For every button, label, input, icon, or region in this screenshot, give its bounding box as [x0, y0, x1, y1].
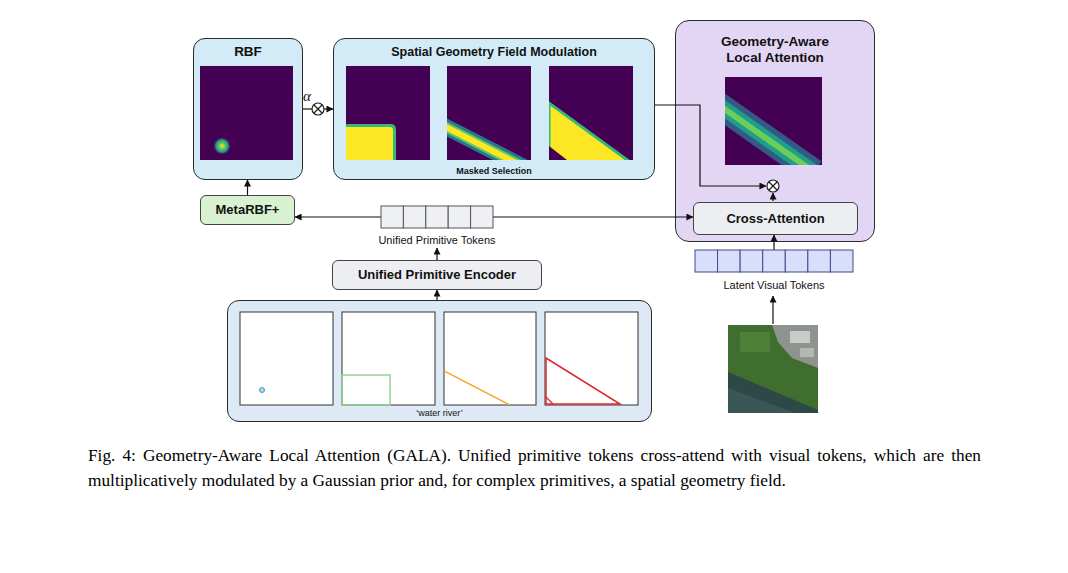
- token-cell: [448, 206, 470, 228]
- attention-heatmap: [716, 77, 822, 172]
- box-subtitle: Masked Selection: [334, 166, 654, 177]
- box-label: Unified Primitive Encoder: [333, 267, 541, 283]
- attention-band: [725, 103, 814, 165]
- token-label: Latent Visual Tokens: [723, 279, 824, 292]
- token-cell: [785, 250, 808, 272]
- forest-area: [728, 325, 818, 413]
- token-cell: [381, 206, 403, 228]
- multiply-cross: [769, 182, 777, 190]
- heatmap-background: [725, 77, 822, 165]
- box-field-heatmap: [343, 66, 430, 164]
- process-box: Unified Primitive Encoder: [332, 260, 542, 290]
- building-roof: [800, 348, 814, 357]
- field-edge: [447, 124, 524, 160]
- field-notch: [549, 146, 567, 160]
- point-primitive: [260, 388, 265, 393]
- attention-band: [725, 103, 814, 165]
- token-cell: [403, 206, 425, 228]
- field-region: [346, 127, 393, 160]
- multiply-cross: [314, 105, 322, 113]
- token-cell: [718, 250, 741, 272]
- primitive-panels: [240, 312, 638, 405]
- heatmap-background: [549, 66, 633, 160]
- attention-band: [725, 103, 814, 165]
- heatmap-background: [200, 66, 293, 160]
- flow-arrow: [303, 108, 333, 109]
- building-roof: [790, 331, 810, 343]
- triangle-panel: [545, 312, 638, 405]
- satellite-image: [728, 325, 818, 413]
- forest-area: [740, 332, 770, 352]
- flow-arrow: [772, 296, 773, 324]
- token-cell: [830, 250, 853, 272]
- token-cell: [426, 206, 448, 228]
- edge-label: α: [303, 88, 311, 105]
- primitive-token-row: [381, 206, 493, 228]
- triangle-field-heatmap: [549, 66, 633, 162]
- field-region: [447, 124, 524, 160]
- token-sequence: Latent Visual Tokens: [695, 250, 853, 294]
- token-cell: [471, 206, 493, 228]
- field-edge: [346, 124, 396, 160]
- box-panel: [342, 312, 435, 405]
- river-water: [728, 388, 795, 413]
- flow-arrow: [773, 235, 774, 250]
- process-box: MetaRBF+: [200, 195, 295, 225]
- flow-arrow: [772, 193, 773, 201]
- flow-arrow: [436, 290, 437, 300]
- flow-arrow: [295, 216, 381, 217]
- figure-caption: Fig. 4: Geometry-Aware Local Attention (…: [88, 444, 981, 493]
- multiply-cross: [769, 182, 777, 190]
- flow-arrow: [493, 216, 693, 217]
- box-primitive: [342, 375, 390, 405]
- field-region: [549, 103, 630, 160]
- line-primitive: [444, 371, 510, 405]
- module-box: Spatial Geometry Field ModulationMasked …: [333, 38, 655, 180]
- token-cell: [695, 250, 718, 272]
- module-box: RBF: [193, 38, 303, 180]
- heatmap-background: [447, 66, 531, 160]
- prompt-text: ‘water river’: [228, 408, 651, 419]
- process-box: Cross-Attention: [693, 202, 858, 235]
- box-title: Spatial Geometry Field Modulation: [334, 45, 654, 60]
- module-box: Geometry-Aware Local AttentionCross-Atte…: [675, 20, 875, 242]
- line-panel: [444, 312, 536, 405]
- triangle-primitive: [546, 397, 553, 404]
- box-label: MetaRBF+: [201, 202, 294, 218]
- building-area: [772, 325, 818, 368]
- box-title: RBF: [194, 44, 302, 60]
- token-cell: [808, 250, 831, 272]
- token-sequence: Unified Primitive Tokens: [381, 206, 493, 248]
- flow-arrow: [247, 180, 248, 195]
- multiply-circle: [767, 180, 779, 192]
- flow-arrow: [655, 105, 766, 186]
- flow-arrow: [436, 248, 437, 260]
- input-panel: ‘water river’: [227, 300, 652, 422]
- visual-token-row: [695, 250, 853, 272]
- token-label: Unified Primitive Tokens: [378, 234, 495, 247]
- line-field-heatmap: [440, 66, 531, 167]
- heatmap-background: [346, 66, 430, 160]
- box-title: Geometry-Aware Local Attention: [707, 34, 843, 66]
- multiply-circle: [312, 103, 324, 115]
- river-water: [728, 372, 818, 413]
- box-label: Cross-Attention: [694, 211, 857, 227]
- token-cell: [763, 250, 786, 272]
- field-edge: [447, 124, 524, 160]
- gaussian-blob: [213, 137, 231, 155]
- token-cell: [740, 250, 763, 272]
- point-panel: [240, 312, 333, 405]
- rbf-heatmap: [200, 66, 293, 160]
- multiply-symbol: [312, 103, 324, 115]
- multiply-symbol: [767, 180, 779, 192]
- multiply-cross: [314, 105, 322, 113]
- triangle-primitive: [546, 358, 620, 404]
